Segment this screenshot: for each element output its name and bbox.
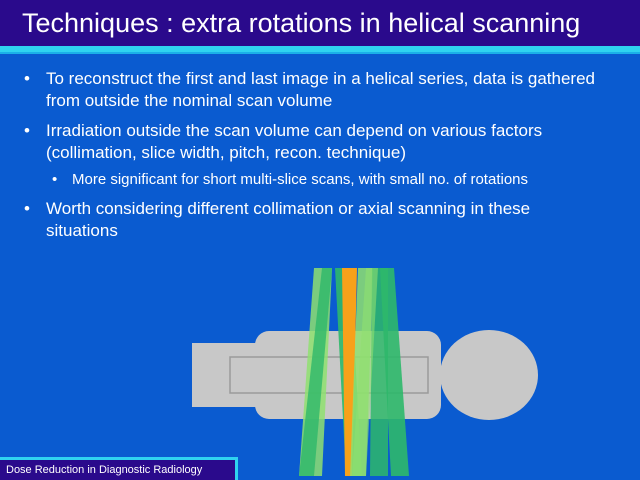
bullet-1-text: To reconstruct the first and last image … <box>46 69 596 110</box>
bullet-3: • Worth considering different collimatio… <box>24 198 599 242</box>
bullet-2-text: Irradiation outside the scan volume can … <box>46 121 543 162</box>
bullet-1: • To reconstruct the first and last imag… <box>24 68 624 112</box>
bullet-symbol: • <box>24 199 30 218</box>
title-accent-line <box>0 46 640 52</box>
bullet-symbol: • <box>24 121 30 140</box>
beam-band-2 <box>299 268 332 476</box>
footer-text: Dose Reduction in Diagnostic Radiology <box>6 464 203 476</box>
sub-bullet-symbol: • <box>52 171 58 188</box>
title-bar: Techniques : extra rotations in helical … <box>0 0 640 46</box>
bullet-3-text: Worth considering different collimation … <box>46 199 531 240</box>
footer: Dose Reduction in Diagnostic Radiology <box>0 457 238 480</box>
sub-bullet: • More significant for short multi-slice… <box>52 170 624 190</box>
title-accent-line-2 <box>0 52 640 54</box>
phantom-head <box>440 330 538 420</box>
slide-title: Techniques : extra rotations in helical … <box>22 8 581 38</box>
sub-bullet-text: More significant for short multi-slice s… <box>72 171 528 188</box>
bullet-2: • Irradiation outside the scan volume ca… <box>24 120 624 164</box>
beam-band-6 <box>380 268 409 476</box>
phantom-legs <box>192 343 262 407</box>
bullet-symbol: • <box>24 69 30 88</box>
slide-body: • To reconstruct the first and last imag… <box>24 68 624 250</box>
beam-band-7 <box>352 268 378 476</box>
scan-table <box>229 356 429 394</box>
